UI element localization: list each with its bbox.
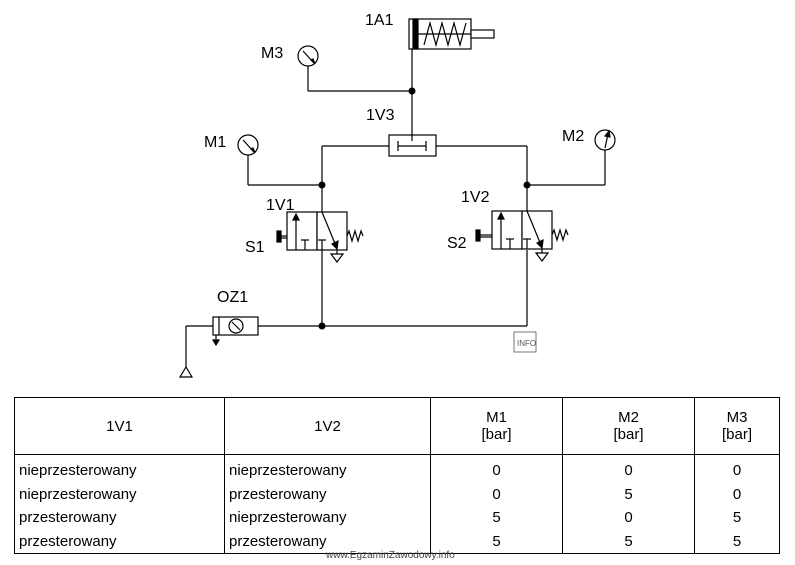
pressure-source-icon — [178, 365, 194, 378]
junction-dot — [318, 181, 326, 189]
stamp-logo: INFO — [513, 331, 537, 353]
valve-1v1 — [276, 211, 364, 263]
svg-text:INFO: INFO — [517, 339, 536, 348]
header-1v2: 1V2 — [224, 397, 431, 455]
junction-dot — [318, 322, 326, 330]
label-1v3: 1V3 — [366, 107, 395, 124]
watermark-text: www.EgzaminZawodowy.info — [326, 550, 455, 561]
label-s2: S2 — [447, 235, 467, 252]
gauge-m1-icon — [237, 134, 259, 156]
table-header-row: 1V1 1V2 M1[bar] M2[bar] M3[bar] — [14, 397, 780, 455]
junction-dot — [408, 87, 416, 95]
air-service-unit-oz1 — [211, 316, 259, 347]
header-m3: M3[bar] — [694, 397, 780, 455]
gauge-m3-icon — [297, 45, 319, 67]
header-m2: M2[bar] — [562, 397, 695, 455]
cylinder-1a1 — [408, 18, 495, 50]
shuttle-valve-1v3 — [388, 134, 437, 157]
label-s1: S1 — [245, 239, 265, 256]
pneumatic-diagram: INFO — [178, 18, 616, 378]
results-table: 1V1 1V2 M1[bar] M2[bar] M3[bar] nieprzes… — [14, 397, 780, 554]
label-1v2: 1V2 — [461, 189, 490, 206]
header-1v1: 1V1 — [14, 397, 225, 455]
label-m1: M1 — [204, 134, 227, 151]
label-m3: M3 — [261, 45, 284, 62]
valve-1v2 — [475, 210, 569, 262]
label-1v1: 1V1 — [266, 197, 295, 214]
label-oz1: OZ1 — [217, 289, 249, 306]
gauge-m2-icon — [594, 129, 616, 151]
header-m1: M1[bar] — [430, 397, 563, 455]
label-1a1: 1A1 — [365, 12, 394, 29]
label-m2: M2 — [562, 128, 585, 145]
junction-dot — [523, 181, 531, 189]
